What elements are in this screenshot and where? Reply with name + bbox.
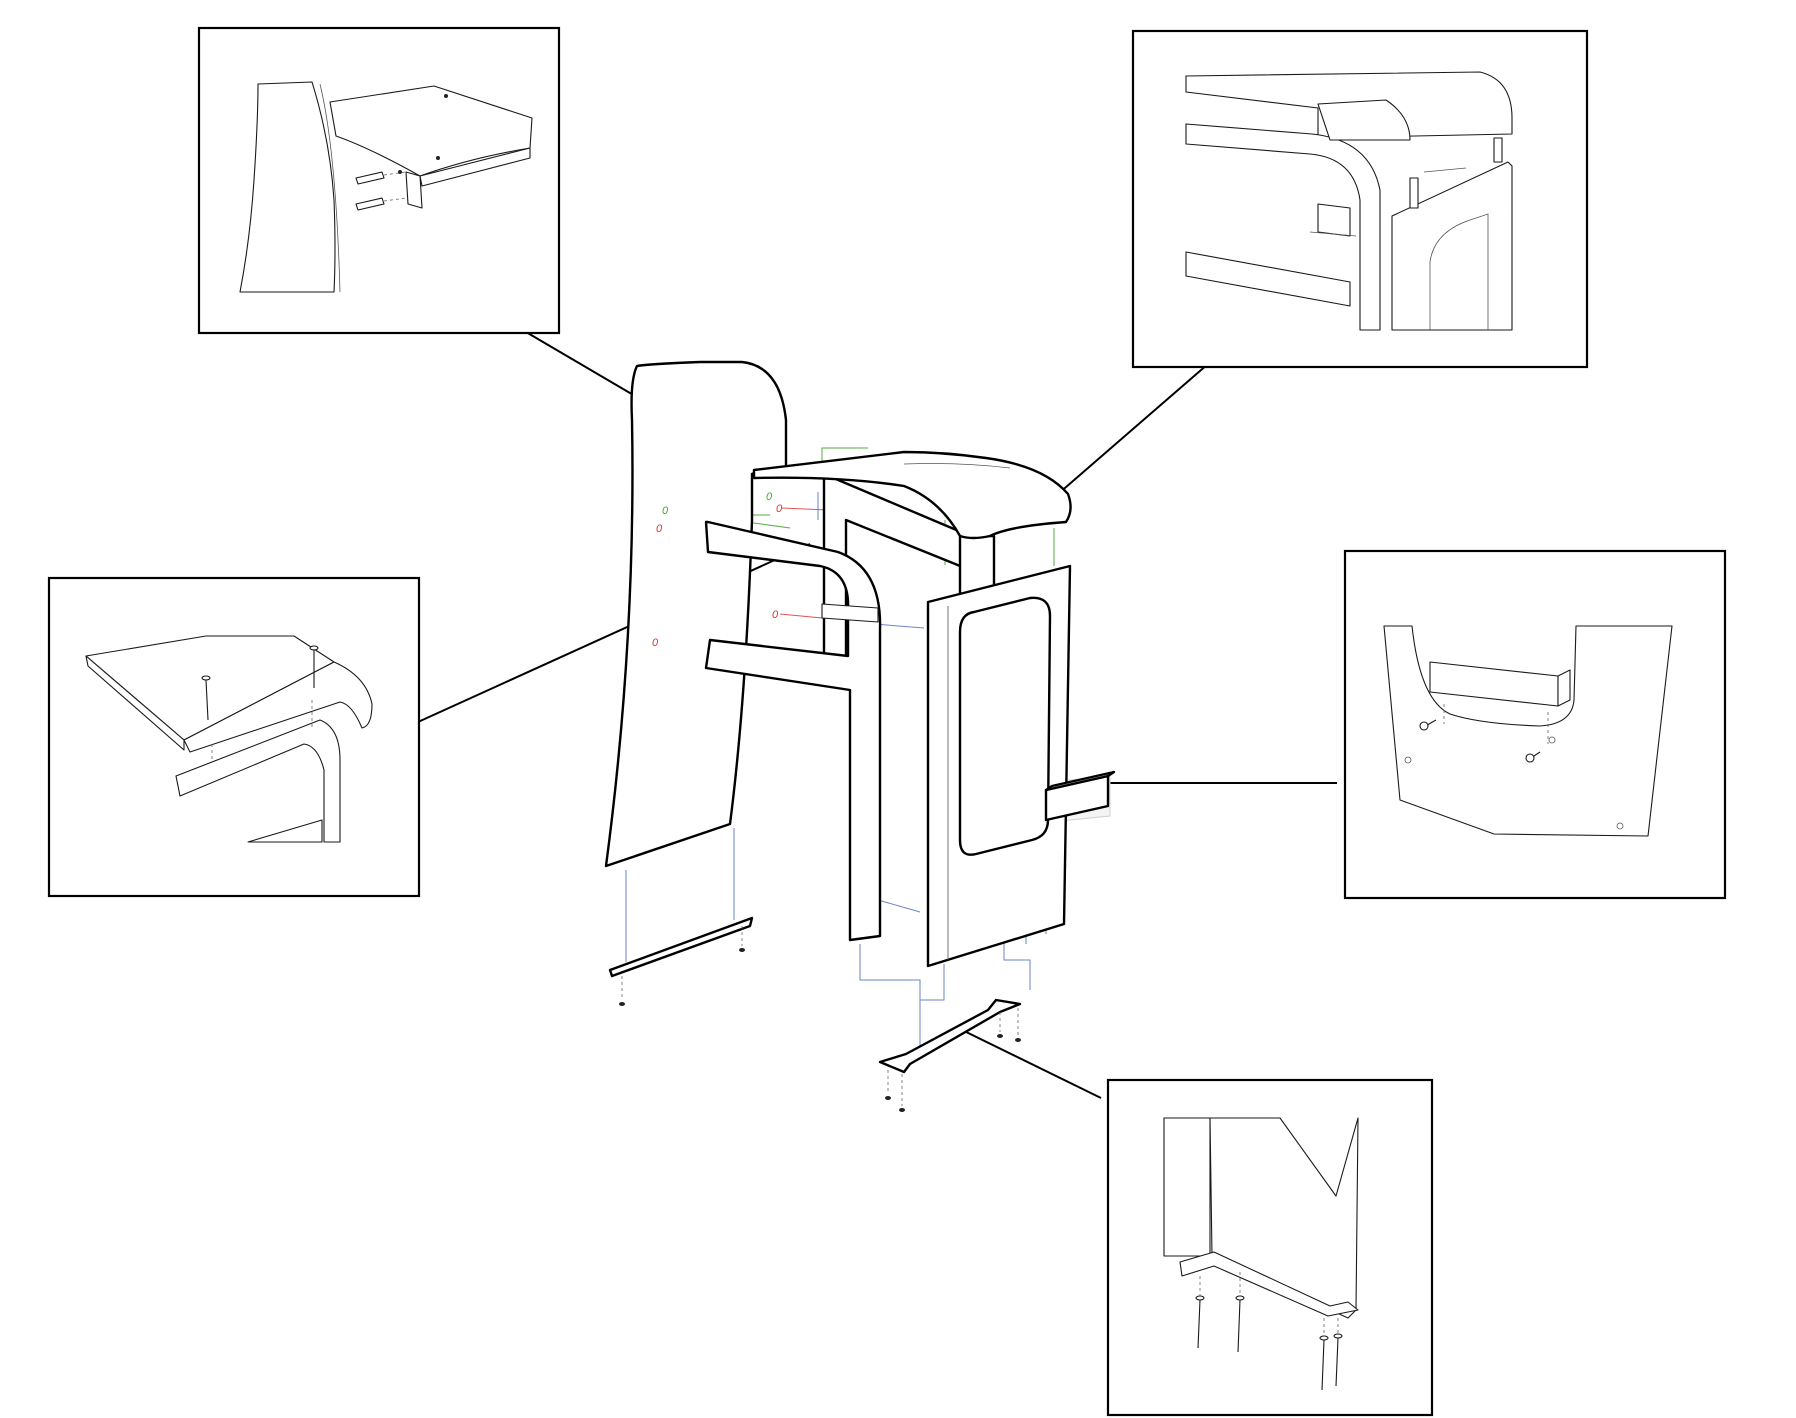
seat-panel xyxy=(752,450,1072,540)
screw-icon xyxy=(205,679,209,721)
side-frame-l xyxy=(175,719,341,843)
right-panel-window xyxy=(958,596,1052,856)
dowel-icon xyxy=(1493,137,1503,163)
guide-red-line xyxy=(781,507,829,511)
screw-icon xyxy=(1423,167,1467,173)
backrest-edge-view xyxy=(239,81,336,293)
screw-icon xyxy=(309,645,319,651)
dowel-icon xyxy=(355,197,385,211)
screw-icon xyxy=(1015,1038,1021,1042)
screw-icon xyxy=(1197,1299,1201,1349)
footrest-block-end xyxy=(1557,669,1571,707)
screw-icon xyxy=(1319,1335,1329,1341)
side-panel-corner xyxy=(1391,161,1513,331)
screw-icon xyxy=(997,1034,1003,1038)
guide-mark-green: 0 xyxy=(662,505,669,517)
seat-corner-block xyxy=(1317,99,1411,141)
right-base-bracket xyxy=(878,998,1022,1074)
dowel-icon xyxy=(355,171,407,211)
guide-blue-line xyxy=(920,964,945,1001)
side-panel-window-edge xyxy=(1429,213,1489,330)
left-side-frame xyxy=(704,520,882,942)
guide-mark-red: 0 xyxy=(652,637,659,649)
seat-front-edge xyxy=(419,147,531,187)
footrest-bar-top xyxy=(1044,770,1116,792)
seat-side-edge xyxy=(85,655,185,751)
hole-icon xyxy=(1404,756,1412,764)
screw-icon xyxy=(1195,1295,1205,1301)
screw-icon xyxy=(1333,1333,1343,1339)
detail-backrest-seat-joint xyxy=(197,26,561,335)
guide-blue-line xyxy=(873,623,925,629)
guide-mark-red: 0 xyxy=(776,503,783,515)
left-base-bar xyxy=(608,916,754,978)
seat-curve-detail xyxy=(903,463,1011,469)
dowel-guide xyxy=(383,197,407,202)
screw-icon xyxy=(1419,719,1541,763)
detail-seat-side-panel-joint xyxy=(1131,29,1589,369)
detail-footrest-screws xyxy=(1343,549,1727,900)
screw-icon xyxy=(201,645,319,721)
side-frame-lower xyxy=(247,819,323,843)
leg-front xyxy=(1163,1117,1211,1257)
guide-blue-line xyxy=(877,899,921,913)
screw-icon xyxy=(1237,1299,1241,1353)
guide-blue-line xyxy=(859,944,921,1059)
backrest-inner-edge xyxy=(319,83,341,293)
screw-icon xyxy=(1419,721,1429,731)
dowel-icon xyxy=(1409,177,1419,209)
guide-mark-green: 0 xyxy=(766,491,773,503)
screw-icon xyxy=(1235,1295,1245,1301)
hole-icon xyxy=(398,170,402,174)
screw-icon xyxy=(619,1002,625,1006)
guide-mark-red: 0 xyxy=(772,609,779,621)
main-exploded-stool: 0 0 0 0 0 0 xyxy=(604,360,1116,1112)
dowel-guide xyxy=(383,171,407,176)
guide-green-line xyxy=(821,447,868,466)
guide-red-line xyxy=(779,613,823,619)
seat-rail-end xyxy=(405,171,423,209)
screw-icon xyxy=(201,675,211,681)
screw-icon xyxy=(1309,231,1357,237)
lower-rail xyxy=(1185,251,1351,307)
hole-icon xyxy=(1548,736,1556,744)
screw-icon xyxy=(1195,1295,1343,1391)
screw-icon xyxy=(739,948,745,952)
backrest-panel xyxy=(604,360,788,868)
guide-blue-line xyxy=(1003,934,1031,990)
side-panel-inner xyxy=(1383,625,1673,837)
joint-block xyxy=(1317,203,1351,237)
dowel-icon xyxy=(355,171,385,185)
detail-seat-crossbar-screws xyxy=(47,576,421,898)
cross-block xyxy=(821,603,879,623)
leader-line-bottom-right xyxy=(957,1027,1102,1099)
base-bracket xyxy=(1179,1251,1359,1317)
guide-mark-red: 0 xyxy=(656,523,663,535)
screw-icon xyxy=(899,1108,905,1112)
hole-icon xyxy=(444,94,448,98)
screw-icon xyxy=(885,1096,891,1100)
hole-icon xyxy=(436,156,440,160)
screw-icon xyxy=(1525,753,1535,763)
hole-icon xyxy=(1616,822,1624,830)
screw-icon xyxy=(1321,1339,1325,1391)
dowel-icon xyxy=(1409,137,1503,209)
seat-curved-edge xyxy=(183,661,373,753)
screw-icon xyxy=(1335,1337,1339,1387)
detail-base-bracket-screws xyxy=(1106,1078,1434,1417)
leader-line-top-right xyxy=(1057,363,1209,495)
